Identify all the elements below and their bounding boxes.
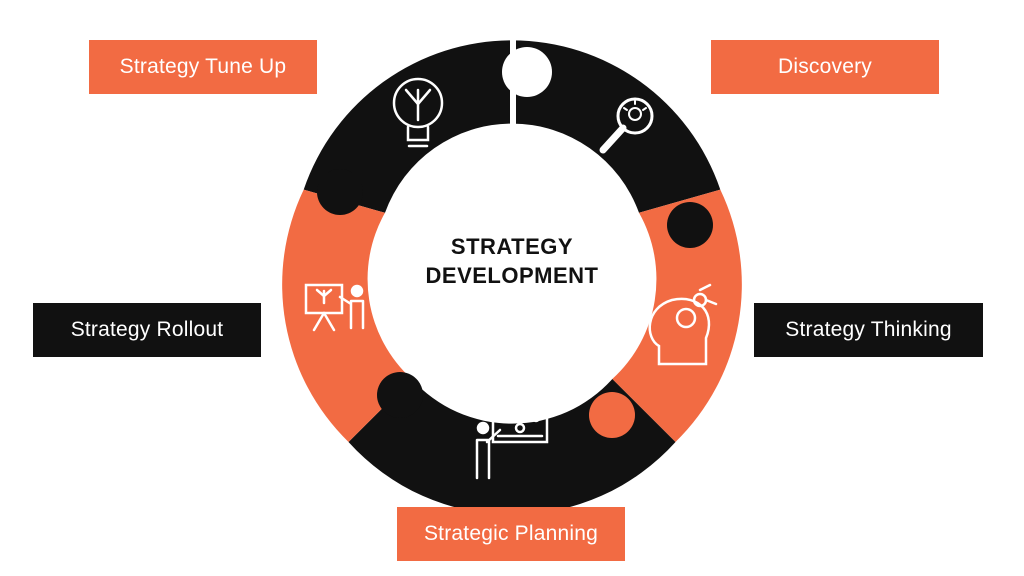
magnifier-idea-icon: [599, 97, 654, 154]
label-strategic-planning: Strategic Planning: [397, 507, 625, 561]
label-strategy-thinking: Strategy Thinking: [754, 303, 983, 357]
label-strategy-tune-up: Strategy Tune Up: [89, 40, 317, 94]
center-title: STRATEGY DEVELOPMENT: [392, 232, 632, 290]
puzzle-tab-lower-left: [377, 372, 423, 418]
puzzle-tab-upper-right: [667, 202, 713, 248]
label-discovery: Discovery: [711, 40, 939, 94]
head-gears-icon: [648, 283, 718, 366]
lightbulb-icon: [392, 77, 444, 148]
center-title-line2: DEVELOPMENT: [425, 263, 599, 288]
puzzle-tab-top: [502, 47, 552, 97]
ring-segment-left: [282, 189, 412, 442]
center-title-line1: STRATEGY: [450, 234, 574, 259]
presenter-board-icon: [475, 406, 549, 480]
ring-segment-upper: [303, 40, 721, 213]
easel-presentation-icon: [304, 283, 365, 332]
label-strategy-rollout: Strategy Rollout: [33, 303, 261, 357]
puzzle-tab-upper-left: [317, 169, 363, 215]
center-hole: [376, 131, 648, 403]
puzzle-tab-lower-right: [589, 392, 635, 438]
